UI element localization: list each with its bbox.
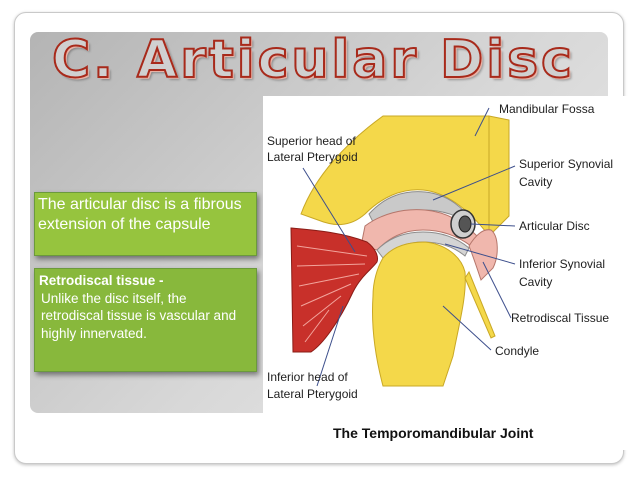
retrodiscal-body: Unlike the disc itself, the retrodiscal … [41, 290, 237, 341]
label-superior-synovial-line2: Cavity [519, 175, 553, 189]
label-condyle: Condyle [495, 344, 540, 358]
retrodiscal-box: Retrodiscal tissue - Unlike the disc its… [34, 268, 257, 372]
label-superior-head-line2: Lateral Pterygoid [267, 150, 358, 164]
definition-box: The articular disc is a fibrous extensio… [34, 192, 257, 256]
label-superior-synovial-line1: Superior Synovial [519, 157, 614, 171]
lateral-pterygoid-muscle [290, 227, 378, 353]
label-retrodiscal-tissue: Retrodiscal Tissue [511, 311, 610, 325]
diagram-caption: The Temporomandibular Joint [333, 425, 534, 441]
label-mandibular-fossa: Mandibular Fossa [499, 102, 595, 116]
tmj-diagram: Mandibular Fossa Superior head of Latera… [263, 96, 635, 450]
label-articular-disc: Articular Disc [519, 219, 590, 233]
definition-text: The articular disc is a fibrous extensio… [38, 196, 242, 233]
leader-lines [302, 107, 516, 387]
condyle-shape [372, 241, 466, 387]
label-superior-head-line1: Superior head of [267, 134, 356, 148]
temporal-bone [300, 115, 490, 238]
label-inferior-synovial-line2: Cavity [519, 275, 553, 289]
label-inferior-synovial-line1: Inferior Synovial [519, 257, 606, 271]
posterior-bone [488, 115, 510, 238]
label-inferior-head-line1: Inferior head of [267, 370, 348, 384]
label-inferior-head-line2: Lateral Pterygoid [267, 387, 358, 401]
styloid-process [464, 270, 496, 339]
slide-title: C. Articular Disc [51, 29, 575, 91]
tmj-illustration [290, 107, 516, 387]
retrodiscal-heading: Retrodiscal tissue - [39, 273, 164, 288]
